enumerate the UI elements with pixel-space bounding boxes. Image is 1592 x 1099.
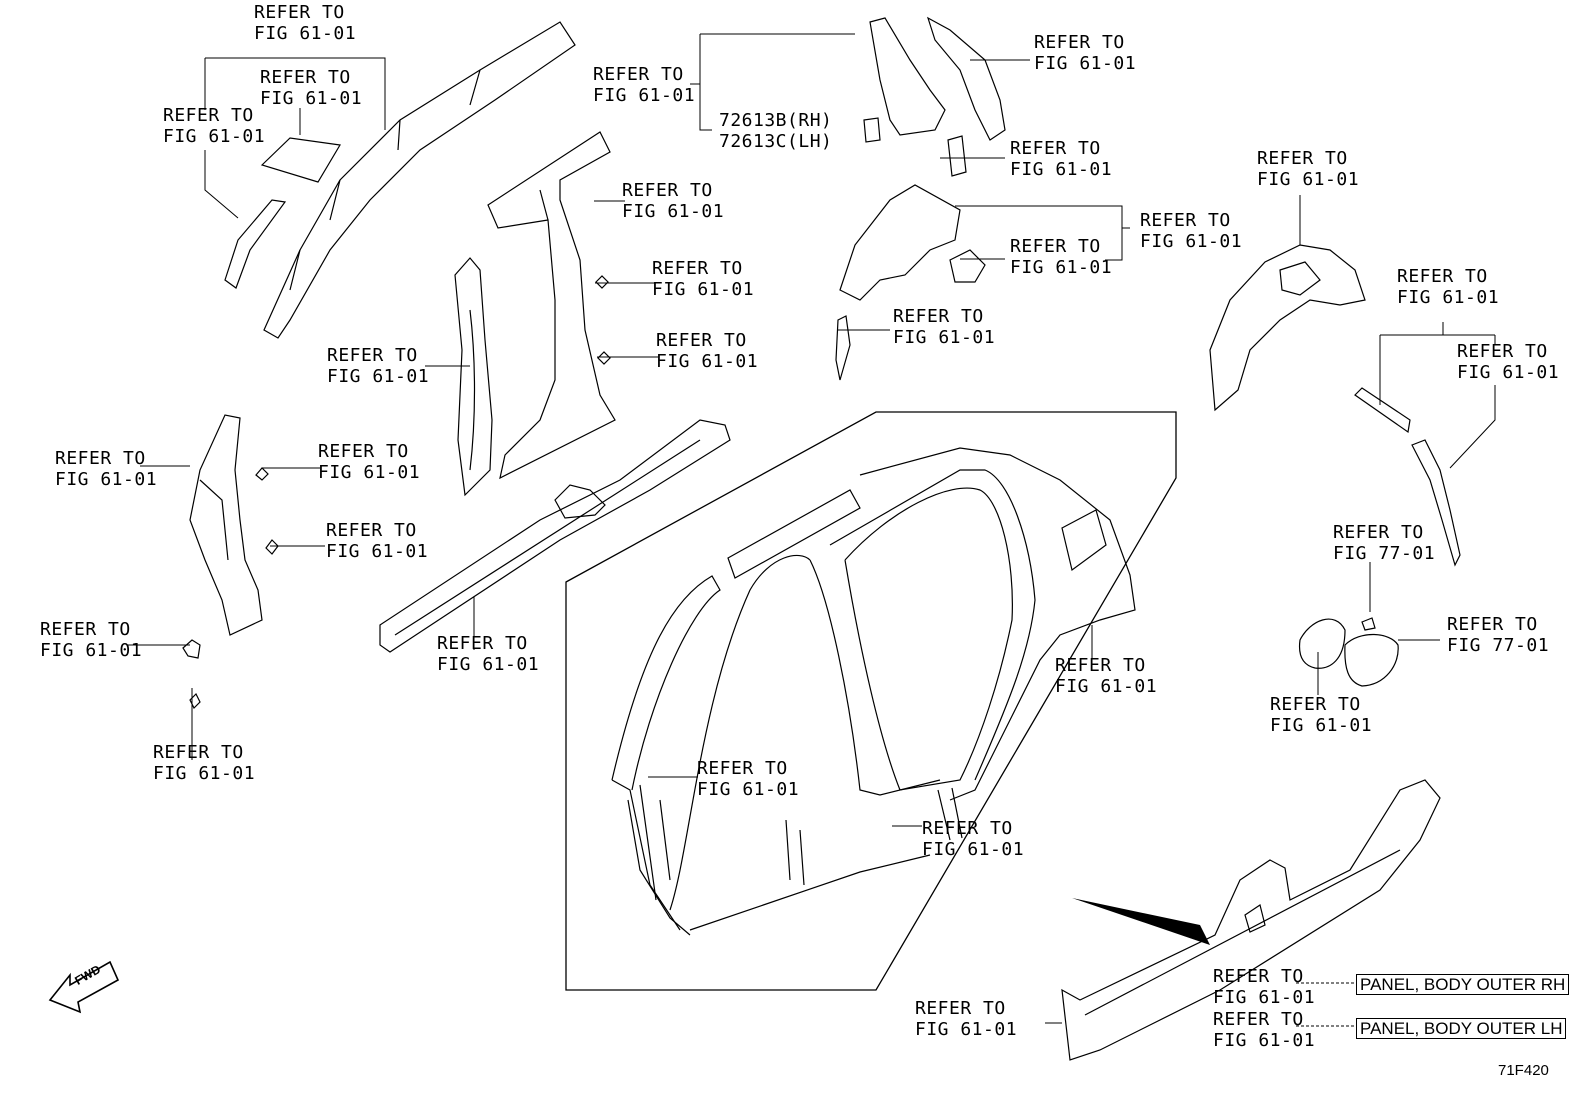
front-pillar-lower <box>182 275 611 710</box>
body-side-outer-panel <box>565 411 1177 991</box>
quarter-inner-upper <box>863 16 1006 177</box>
rear-panel-strips <box>1354 387 1461 567</box>
panel-body-outer-lh-label: PANEL, BODY OUTER LH <box>1356 1018 1567 1039</box>
fwd-arrow-icon <box>48 960 120 1014</box>
wheel-house-panel <box>835 184 986 381</box>
sill-reinforcement <box>379 419 731 653</box>
center-pillar-outer <box>454 131 616 497</box>
roof-rail-inner <box>224 21 576 339</box>
rear-wheel-house <box>1209 244 1366 412</box>
figure-code: 71F420 <box>1498 1062 1549 1079</box>
leader-lines <box>128 33 1496 1027</box>
pointer-wedge <box>1072 898 1210 945</box>
rocker-outer <box>1061 779 1441 1061</box>
panel-body-outer-rh-label: PANEL, BODY OUTER RH <box>1356 974 1570 995</box>
fuel-lid-parts <box>1298 617 1399 687</box>
part-number-label: 72613B(RH)72613C(LH) <box>719 110 833 152</box>
